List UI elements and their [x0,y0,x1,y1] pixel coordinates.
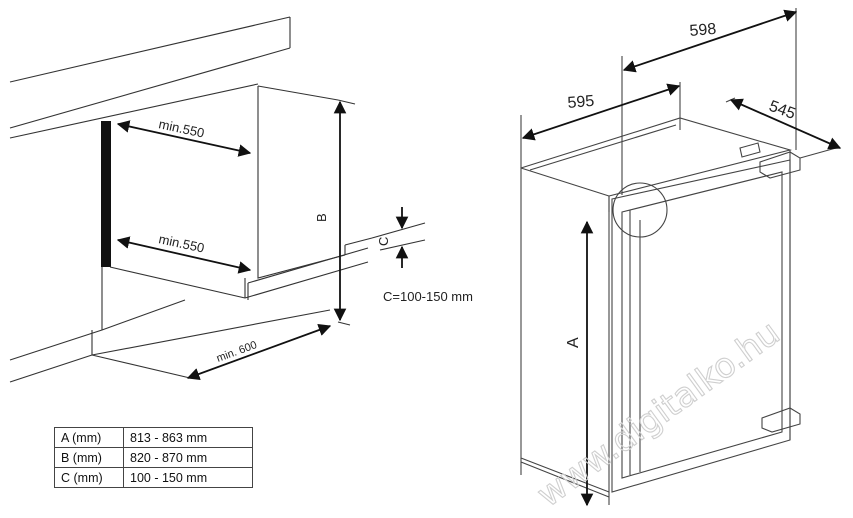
row-range: 820 - 870 mm [123,447,253,468]
depth-arrow [729,98,842,150]
dimension-table: A (mm) 813 - 863 mm B (mm) 820 - 870 mm … [54,427,253,488]
table-row: C (mm) 100 - 150 mm [54,467,253,488]
depth-label: 545 [767,98,798,123]
min550-top-label: min.550 [157,116,205,140]
table-row: A (mm) 813 - 863 mm [54,427,253,448]
table-row: B (mm) 820 - 870 mm [54,447,253,468]
body-top [520,117,793,197]
width-outer-arrow [622,9,798,73]
detail-circle [612,182,668,238]
row-name: C (mm) [54,467,124,488]
hinge-top [759,151,801,179]
left-dimension-arrows [116,100,409,381]
row-name: B (mm) [54,447,124,468]
b-label: B [314,213,329,222]
niche-drawing [9,16,426,383]
countertop [9,16,291,139]
width-outer-label: 598 [689,21,717,40]
hinge-bottom [761,407,801,433]
right-dimension-arrows [521,9,842,507]
min600-arrow [186,323,332,381]
appliance-drawing [520,8,837,505]
min550-top-arrow [116,120,252,157]
appliance-front [257,85,373,279]
door [611,159,791,493]
min550-bottom-label: min.550 [157,231,205,255]
a-label: A [565,337,582,348]
c-label: C [376,237,391,246]
min550-bottom-arrow [116,236,252,274]
side-panel [101,121,111,267]
width-inner-label: 595 [567,93,595,112]
row-range: 100 - 150 mm [123,467,253,488]
row-range: 813 - 863 mm [123,427,253,448]
c-range-label: C=100-150 mm [383,289,473,304]
width-inner-arrow [521,83,681,141]
row-name: A (mm) [54,427,124,448]
side-wall [9,122,186,383]
